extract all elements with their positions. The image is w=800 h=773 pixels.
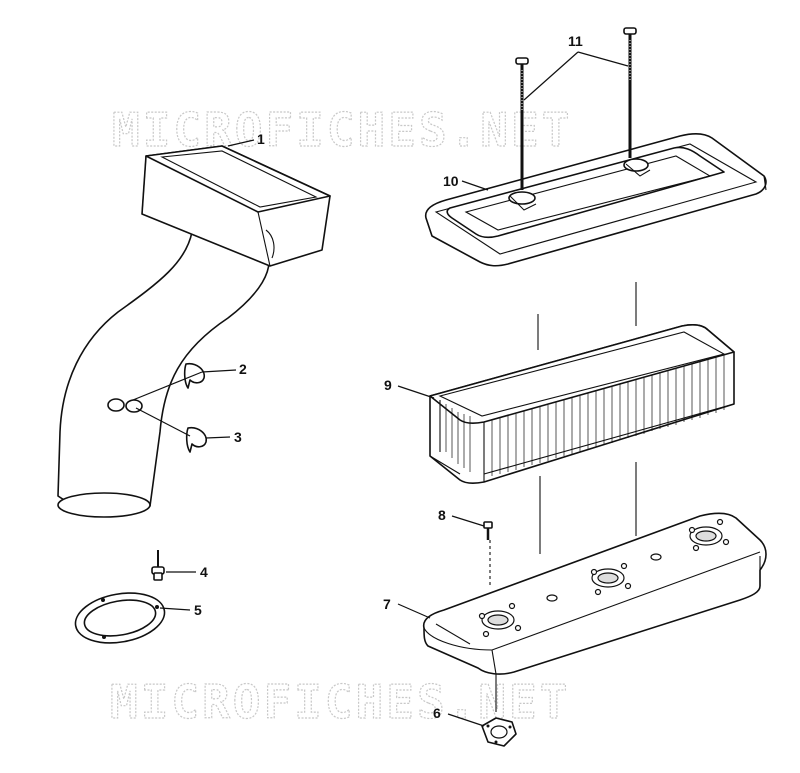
- callout-11: 11: [568, 33, 583, 49]
- part-11-bolt-right[interactable]: [623, 27, 637, 158]
- callout-2: 2: [239, 361, 247, 377]
- part-10-cover[interactable]: [424, 133, 767, 267]
- callout-3: 3: [234, 429, 242, 445]
- callout-1: 1: [257, 131, 265, 147]
- callout-5: 5: [194, 602, 202, 618]
- part-1-intake-duct[interactable]: [57, 145, 331, 518]
- leader-lines: [127, 51, 629, 727]
- part-4-rivet[interactable]: [151, 550, 165, 581]
- assembly-center-lines: [489, 282, 637, 712]
- part-9-filter-element[interactable]: [429, 324, 735, 485]
- part-11-bolt-left[interactable]: [515, 57, 529, 190]
- part-2-clamp[interactable]: [183, 362, 206, 389]
- part-6-gasket[interactable]: [481, 717, 517, 747]
- callout-10: 10: [443, 173, 459, 189]
- part-5-ring[interactable]: [72, 587, 169, 650]
- callout-9: 9: [384, 377, 392, 393]
- callout-6: 6: [433, 705, 441, 721]
- callout-4: 4: [200, 564, 208, 580]
- callout-8: 8: [438, 507, 446, 523]
- part-3-clamp[interactable]: [185, 426, 208, 453]
- part-7-base-plate[interactable]: [422, 512, 767, 675]
- watermark-top: MICROFICHES.NET: [112, 103, 572, 157]
- callout-7: 7: [383, 596, 391, 612]
- part-8-screw[interactable]: [483, 521, 493, 540]
